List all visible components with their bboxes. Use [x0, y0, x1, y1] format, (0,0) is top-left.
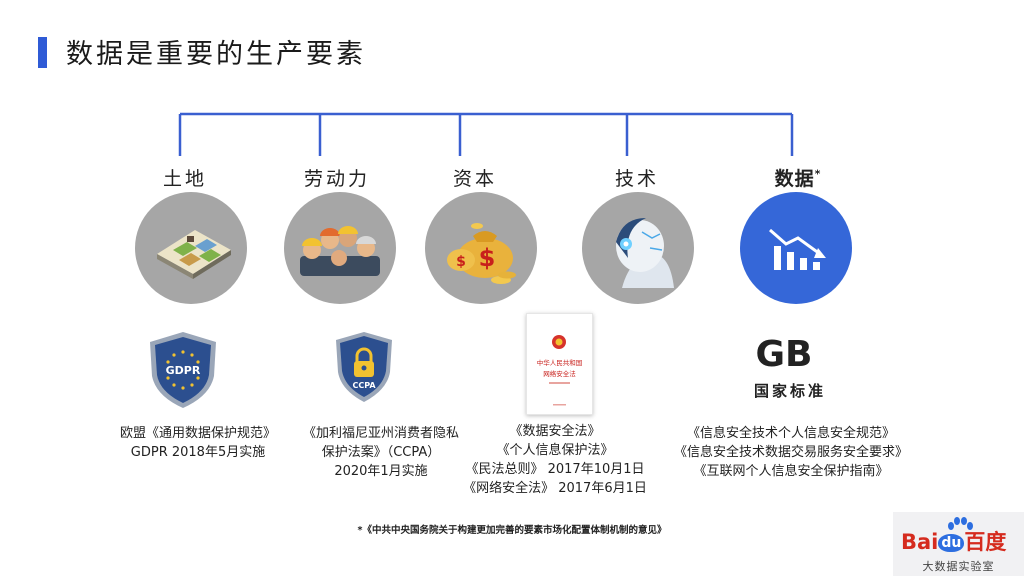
factor-label-data: 数据* [728, 164, 868, 191]
title-accent-bar [38, 37, 47, 68]
caption-line: 《数据安全法》 [509, 424, 601, 439]
china-law-caption: 《数据安全法》 《个人信息保护法》 《民法总则》 2017年10月1日 《网络安… [440, 422, 670, 498]
gb-logo-caption: 国家标准 [754, 382, 826, 400]
gdpr-shield: GDPR [146, 330, 220, 410]
factor-label-data-text: 数据 [774, 168, 815, 190]
caption-line: 《网络安全法》 2017年6月1日 [463, 481, 647, 496]
caption-line: 保护法案》（CCPA） [321, 445, 441, 460]
baidu-brand-bai: Bai [901, 530, 939, 554]
baidu-paw-icon [948, 517, 973, 530]
chart-trend-icon [769, 228, 826, 270]
caption-line: 欧盟《通用数据保护规范》 [119, 426, 276, 441]
money-bag-icon: $ $ [447, 223, 516, 284]
baidu-brand-du: du [938, 534, 965, 552]
gdpr-badge-text: GDPR [166, 364, 201, 377]
caption-line: 《信息安全技术个人信息安全规范》 [686, 426, 895, 441]
factor-label-capital: 资本 [452, 168, 497, 190]
factor-label-technology: 技术 [614, 168, 659, 190]
capital-circle: $ $ [425, 192, 537, 304]
book-title-line-1: 中华人民共和国 [537, 358, 583, 367]
svg-text:$: $ [479, 244, 496, 272]
caption-line: 《信息安全技术数据交易服务安全要求》 [673, 445, 908, 460]
data-circle [740, 192, 852, 304]
gb-logo-text: GB [756, 334, 813, 375]
caption-line: 《互联网个人信息安全保护指南》 [693, 464, 889, 479]
gdpr-caption: 欧盟《通用数据保护规范》 GDPR 2018年5月实施 [98, 424, 298, 462]
factor-label-land: 土地 [162, 168, 207, 190]
footnote-mark: * [814, 167, 822, 181]
gb-national-standard-logo: GB 国家标准 [748, 330, 838, 404]
ccpa-badge-text: CCPA [352, 381, 376, 390]
factor-label-labor: 劳动力 [303, 168, 370, 190]
ccpa-caption: 《加利福尼亚州消费者隐私 保护法案》（CCPA） 2020年1月实施 [283, 424, 479, 481]
svg-text:$: $ [456, 254, 466, 270]
land-icon [157, 230, 231, 279]
caption-line: 《个人信息保护法》 [496, 443, 614, 458]
caption-line: 《加利福尼亚州消费者隐私 [302, 426, 459, 441]
workers-icon [300, 226, 380, 276]
book-title-line-2: 网络安全法 [543, 369, 576, 378]
caption-line: GDPR 2018年5月实施 [130, 445, 266, 460]
baidu-brand-chinese: 百度 [964, 530, 1007, 554]
caption-line: 《民法总则》 2017年10月1日 [465, 462, 645, 477]
gb-standards-caption: 《信息安全技术个人信息安全规范》 《信息安全技术数据交易服务安全要求》 《互联网… [646, 424, 936, 481]
page-title: 数据是重要的生产要素 [66, 39, 366, 70]
ccpa-shield: CCPA [333, 330, 395, 404]
law-book-cover: 中华人民共和国 网络安全法 [526, 313, 593, 415]
baidu-lab-subtitle: 大数据实验室 [922, 560, 995, 573]
caption-line: 2020年1月实施 [334, 464, 428, 479]
robot-icon [616, 218, 674, 288]
technology-circle [582, 192, 694, 304]
footnote: *《中共中央国务院关于构建更加完善的要素市场化配置体制机制的意见》 [357, 525, 667, 536]
land-circle [135, 192, 247, 304]
labor-circle [284, 192, 396, 304]
connector-lines [178, 112, 794, 156]
